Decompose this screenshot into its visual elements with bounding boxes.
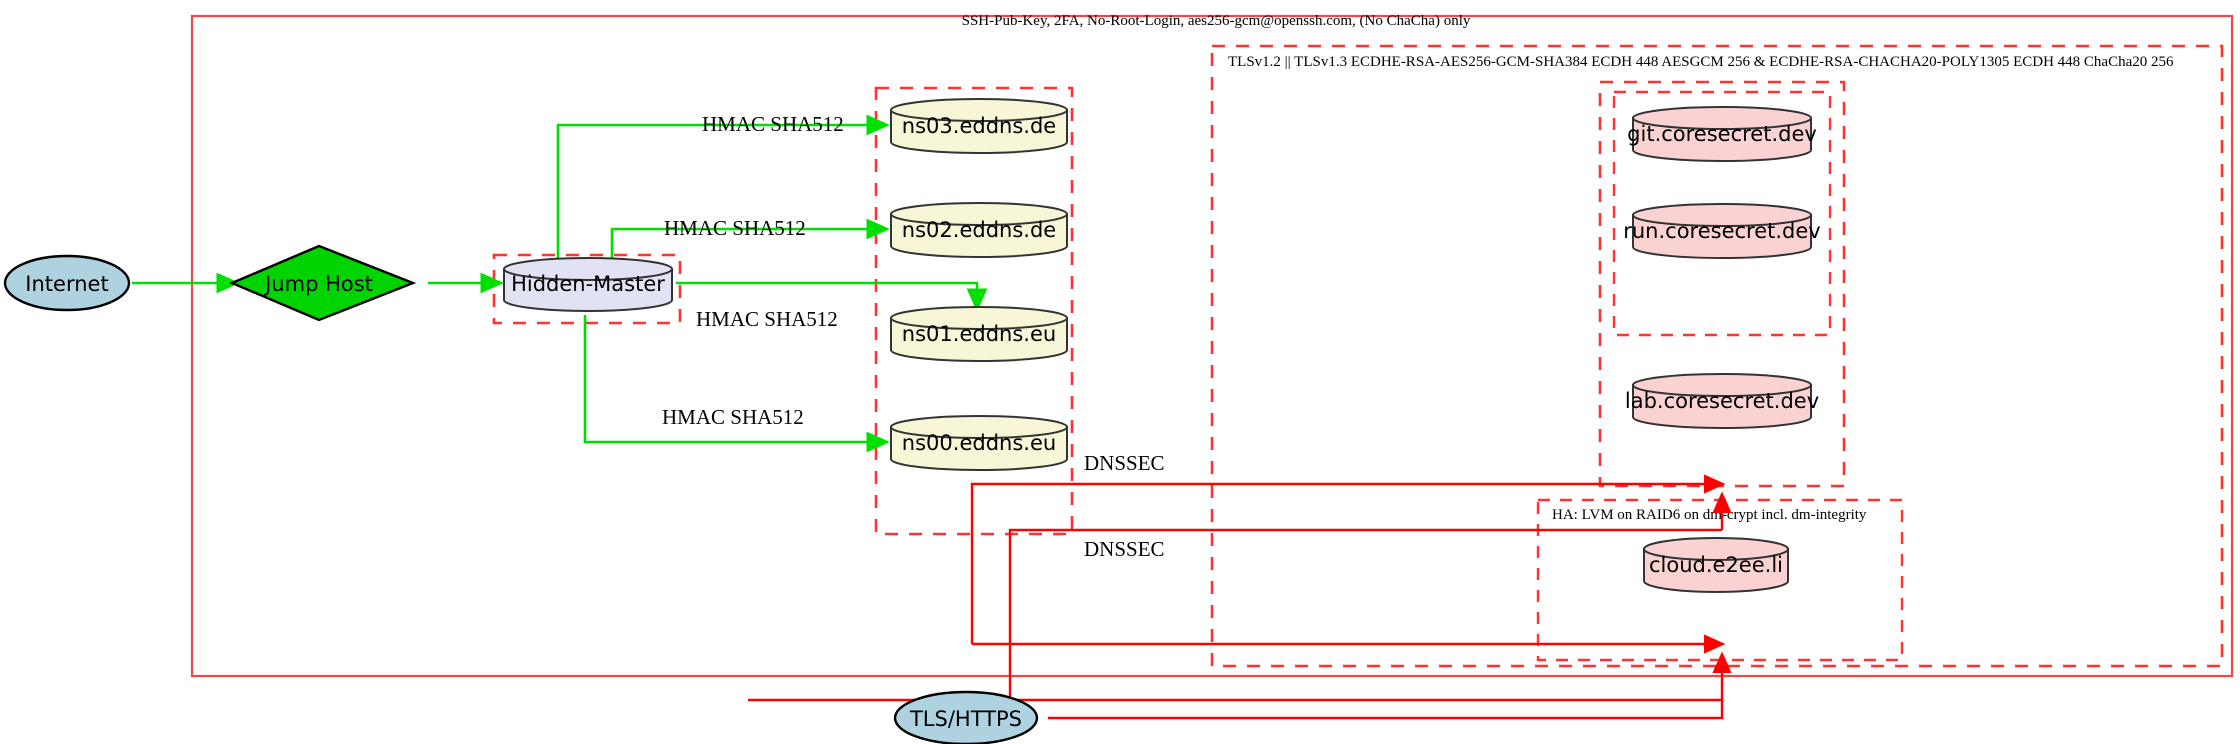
edge-hiddenmaster-to-ns00 — [583, 315, 890, 453]
jump-host-label: Jump Host — [263, 272, 373, 296]
edge-label-hmac-ns01: HMAC SHA512 — [696, 307, 838, 331]
node-ns01[interactable]: ns01.eddns.eu — [890, 306, 1068, 362]
hidden-master-cyl-top — [503, 257, 673, 281]
ns03-label: ns03.eddns.de — [902, 114, 1056, 138]
node-git-coresecret[interactable]: git.coresecret.dev — [1627, 106, 1817, 162]
node-run-coresecret[interactable]: run.coresecret.dev — [1623, 203, 1821, 259]
run-cyl-body — [1632, 214, 1812, 259]
nameserver-zone-box — [874, 86, 1074, 536]
ssh-zone-label: SSH-Pub-Key, 2FA, No-Root-Login, aes256-… — [962, 13, 1471, 29]
jump-host-diamond — [228, 244, 417, 322]
cloud-cyl-top — [1643, 537, 1789, 561]
tls-zone-label: TLSv1.2 || TLSv1.3 ECDHE-RSA-AES256-GCM-… — [1228, 54, 2174, 70]
ns03-cyl-top — [890, 98, 1068, 122]
edge-hiddenmaster-to-ns03 — [556, 114, 890, 262]
tls-https-ellipse — [893, 690, 1039, 744]
node-tls-https[interactable]: TLS/HTTPS — [893, 690, 1039, 744]
edge-label-hmac-ns03: HMAC SHA512 — [702, 112, 844, 136]
run-cyl-top — [1632, 203, 1812, 227]
ns02-label: ns02.eddns.de — [902, 218, 1056, 242]
edge-dnssec-lower-horizontal — [1008, 528, 1722, 535]
edge-label-hmac-ns00: HMAC SHA512 — [662, 405, 804, 429]
node-hidden-master[interactable]: Hidden-Master — [503, 257, 673, 312]
ns01-cyl-body — [890, 317, 1068, 362]
edge-label-dnssec-upper: DNSSEC — [1084, 451, 1165, 475]
hidden-master-zone-box — [492, 253, 682, 325]
internet-label: Internet — [25, 272, 108, 296]
edge-hiddenmaster-to-ns02 — [610, 218, 890, 262]
lab-cyl-top — [1632, 373, 1812, 397]
node-cloud-e2ee[interactable]: cloud.e2ee.li — [1643, 537, 1789, 593]
edge-dnssec-upper — [970, 474, 1726, 494]
cloud-cyl-body — [1643, 548, 1789, 593]
ns00-cyl-body — [890, 426, 1068, 471]
lab-cyl-body — [1632, 384, 1812, 429]
edge-label-hmac-ns02: HMAC SHA512 — [664, 216, 806, 240]
ns01-cyl-top — [890, 306, 1068, 330]
ns00-label: ns00.eddns.eu — [902, 431, 1056, 455]
ssh-zone-box — [190, 14, 2234, 678]
ns02-cyl-body — [890, 213, 1068, 258]
git-label: git.coresecret.dev — [1627, 122, 1817, 146]
ns03-cyl-body — [890, 109, 1068, 154]
tls-https-label: TLS/HTTPS — [909, 707, 1022, 731]
hidden-master-label: Hidden-Master — [511, 272, 665, 296]
edge-tls-to-right — [1048, 700, 1724, 720]
tls-zone-box — [1210, 44, 2224, 668]
node-ns00[interactable]: ns00.eddns.eu — [890, 415, 1068, 471]
edge-label-dnssec-lower: DNSSEC — [1084, 537, 1165, 561]
ns00-cyl-top — [890, 415, 1068, 439]
ns02-cyl-top — [890, 202, 1068, 226]
ns01-label: ns01.eddns.eu — [902, 322, 1056, 346]
node-internet[interactable]: Internet — [3, 254, 131, 312]
ha-zone-label: HA: LVM on RAID6 on dm-crypt incl. dm-in… — [1552, 507, 1867, 523]
node-ns02[interactable]: ns02.eddns.de — [890, 202, 1068, 258]
internet-ellipse — [3, 254, 131, 312]
git-cyl-body — [1632, 117, 1812, 162]
run-label: run.coresecret.dev — [1623, 219, 1821, 243]
node-jump-host[interactable]: Jump Host — [228, 244, 417, 322]
edge-hiddenmaster-to-ns01 — [676, 281, 988, 312]
node-lab-coresecret[interactable]: lab.coresecret.dev — [1625, 373, 1819, 429]
node-ns03[interactable]: ns03.eddns.de — [890, 98, 1068, 154]
coresecret-inner-box — [1612, 90, 1832, 337]
cloud-label: cloud.e2ee.li — [1649, 553, 1783, 577]
lab-label: lab.coresecret.dev — [1625, 389, 1819, 413]
git-cyl-top — [1632, 106, 1812, 130]
